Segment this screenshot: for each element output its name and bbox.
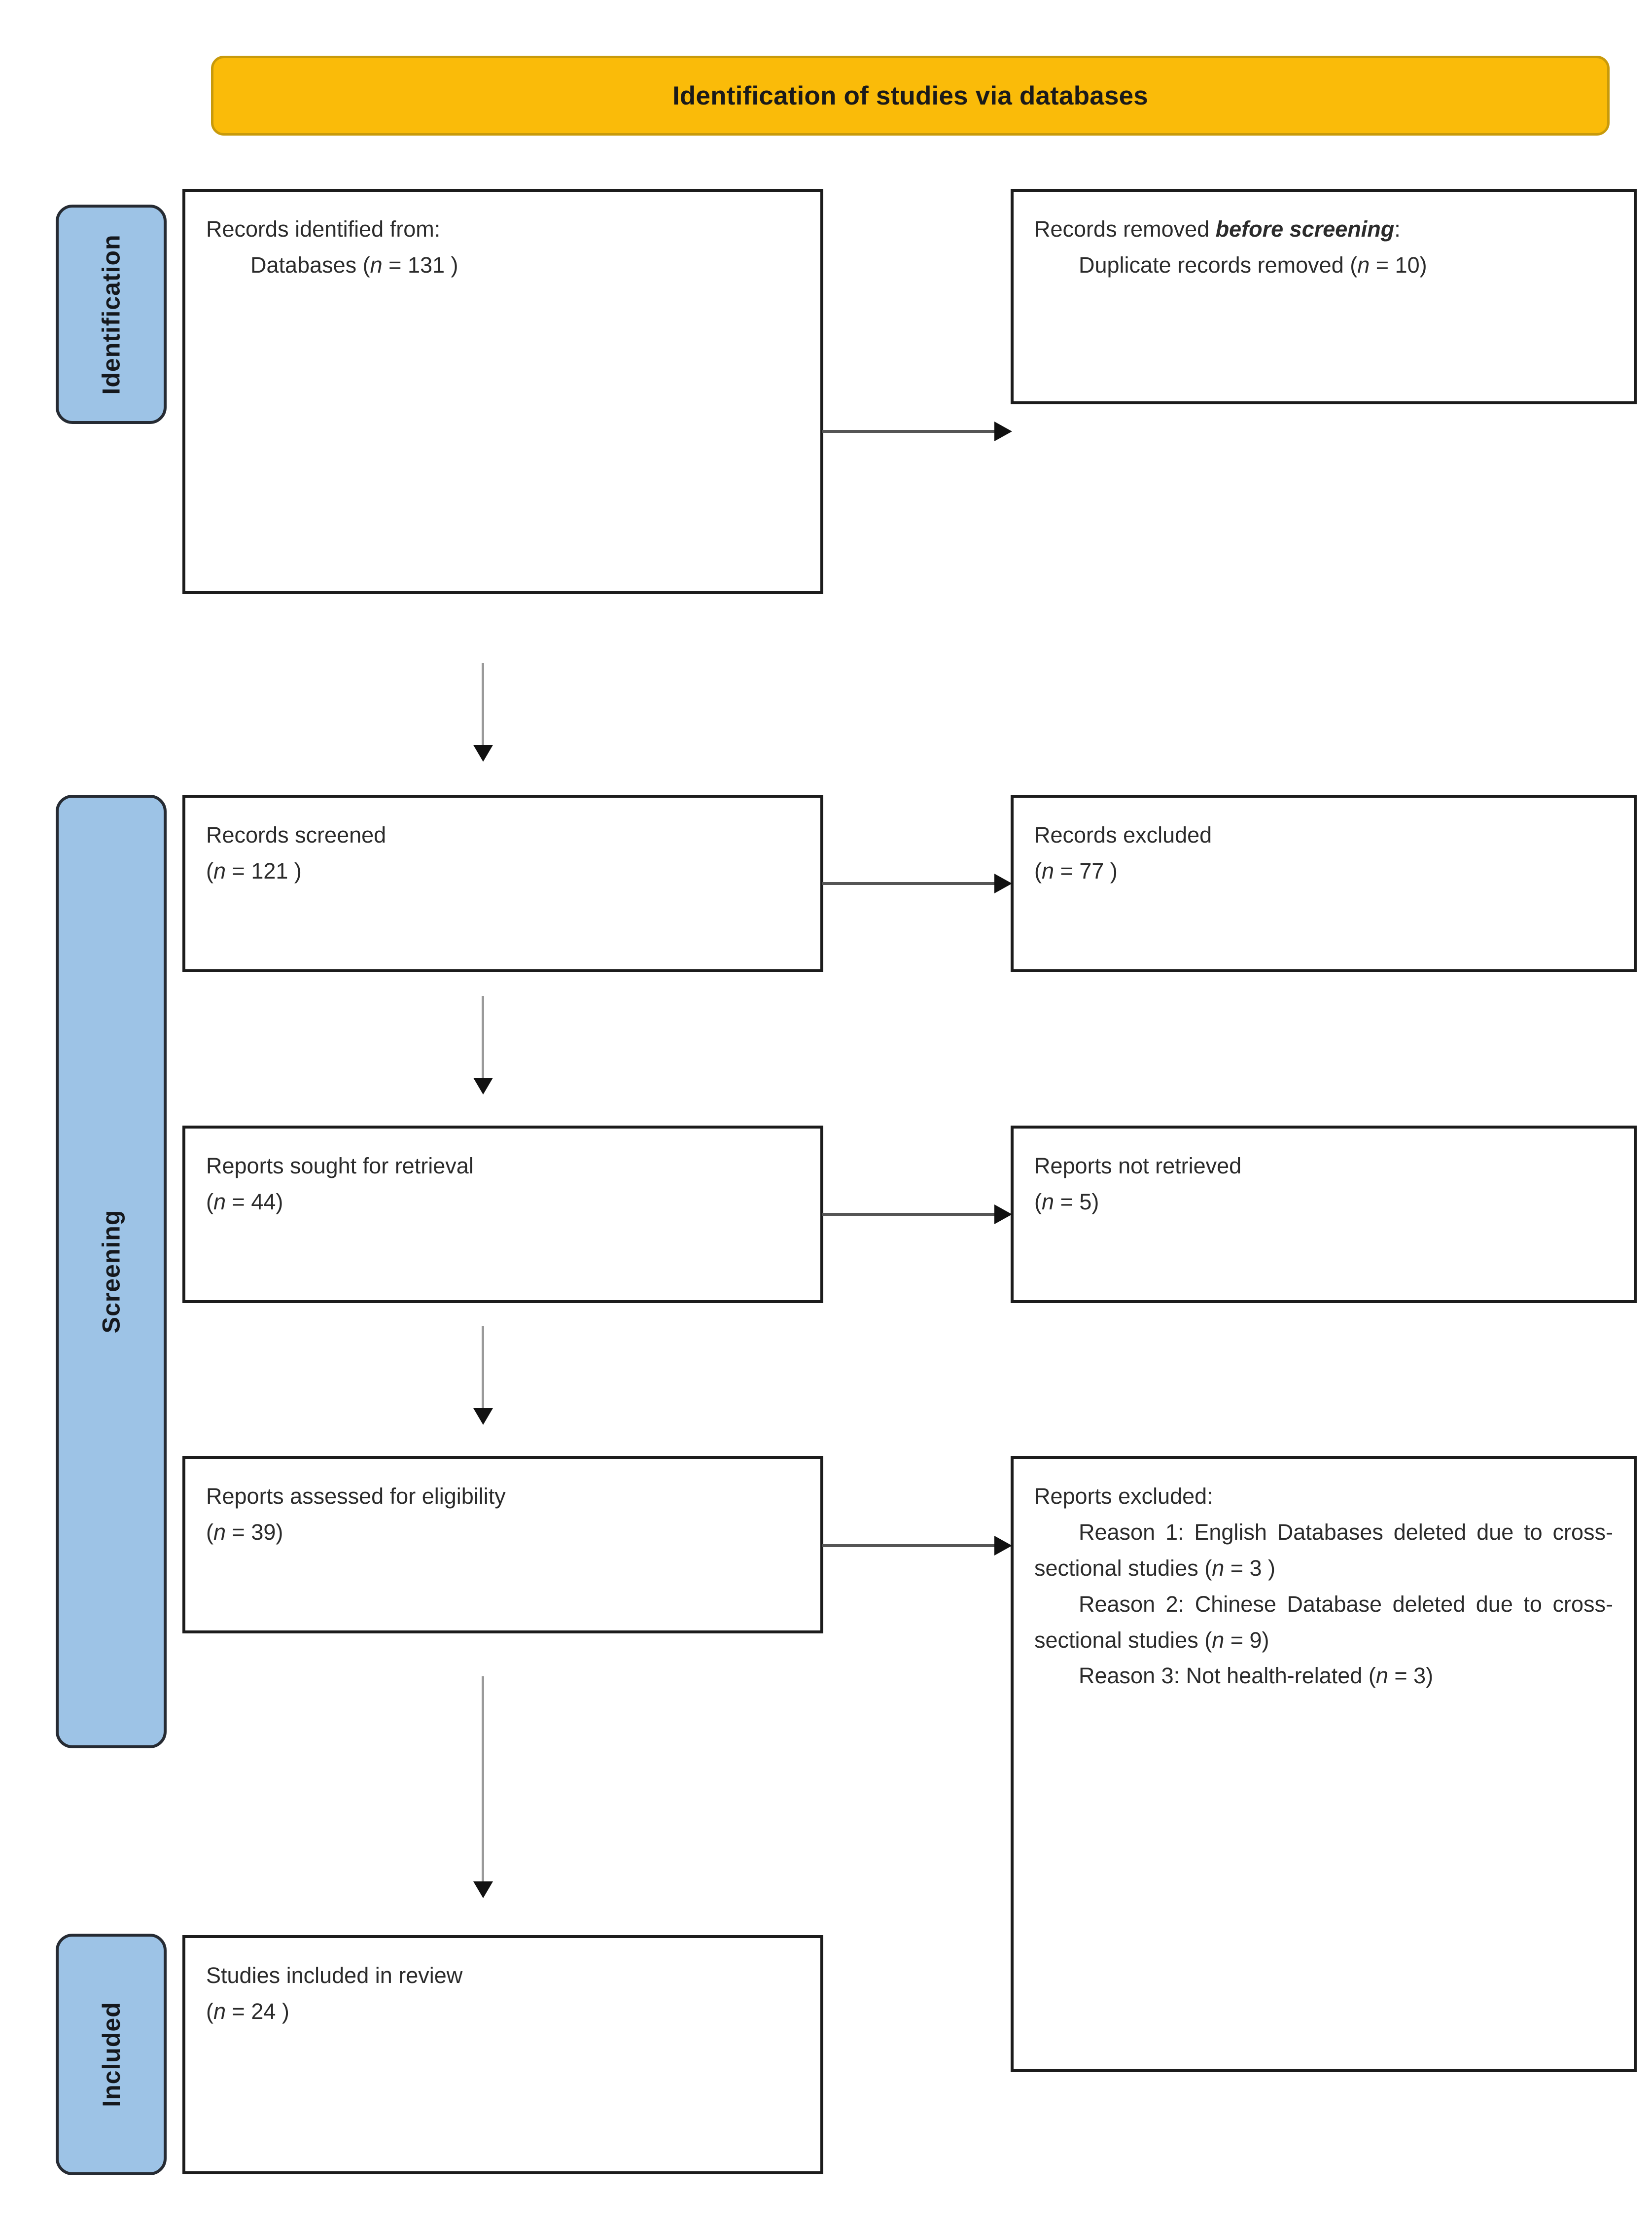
records-removed-label: Records removed [1034, 216, 1216, 242]
reports-assessed-count: = 39) [226, 1519, 283, 1545]
duplicate-records-line: Duplicate records removed (n = 10) [1034, 248, 1613, 283]
duplicate-records-label: Duplicate records removed ( [1079, 252, 1358, 278]
reports-assessed-line1: Reports assessed for eligibility [206, 1484, 506, 1509]
arrow-head-icon [994, 422, 1012, 441]
stage-identification-text: Identification [97, 234, 125, 395]
records-screened-line1: Records screened [206, 822, 387, 848]
box-records-removed: Records removed before screening: Duplic… [1011, 189, 1637, 404]
reason-3-label: Reason 3: Not health-related ( [1079, 1663, 1376, 1689]
paren-open: ( [206, 858, 213, 884]
n-symbol: n [1212, 1555, 1225, 1581]
n-symbol: n [1375, 1663, 1388, 1689]
box-records-identified: Records identified from: Databases (n = … [182, 189, 823, 594]
box-studies-included: Studies included in review (n = 24 ) [182, 1935, 823, 2174]
arrow-down-screened-to-sought [473, 996, 493, 1095]
arrow-head-icon [994, 1536, 1012, 1556]
studies-included-line2: (n = 24 ) [206, 1994, 800, 2030]
studies-included-line1: Studies included in review [206, 1963, 463, 1988]
n-symbol: n [213, 858, 226, 884]
n-symbol: n [370, 252, 383, 278]
before-screening-emphasis: before screening [1215, 216, 1395, 242]
arrow-shaft [482, 663, 484, 745]
arrow-shaft [482, 1676, 484, 1881]
arrow-head-icon [473, 1078, 493, 1095]
arrow-head-icon [473, 745, 493, 762]
box-records-excluded: Records excluded (n = 77 ) [1011, 795, 1637, 972]
records-excluded-line2: (n = 77 ) [1034, 853, 1613, 889]
paren-open: ( [206, 1998, 213, 2024]
reports-assessed-line2: (n = 39) [206, 1515, 800, 1551]
stage-screening-text: Screening [97, 1209, 125, 1334]
banner-title: Identification of studies via databases [672, 81, 1148, 110]
records-screened-count: = 121 ) [226, 858, 302, 884]
databases-label: Databases ( [250, 252, 370, 278]
box-reports-excluded: Reports excluded: Reason 1: English Data… [1011, 1456, 1637, 2072]
paren-open: ( [1034, 858, 1042, 884]
records-identified-line1: Records identified from: [206, 216, 441, 242]
paren-open: ( [206, 1189, 213, 1214]
arrow-shaft [822, 430, 996, 433]
arrow-shaft [822, 882, 996, 885]
arrow-right-sought-to-not-retrieved [822, 1204, 1012, 1224]
n-symbol: n [213, 1189, 226, 1214]
reports-not-retrieved-line2: (n = 5) [1034, 1184, 1613, 1220]
arrow-down-assessed-to-included [473, 1676, 493, 1898]
stage-label-included: Included [56, 1934, 167, 2175]
reports-not-retrieved-count: = 5) [1054, 1189, 1099, 1214]
arrow-shaft [482, 1326, 484, 1408]
databases-count: = 131 ) [382, 252, 458, 278]
duplicate-records-count: = 10) [1370, 252, 1427, 278]
records-removed-colon: : [1394, 216, 1401, 242]
arrow-right-assessed-to-reports-excluded [822, 1536, 1012, 1556]
records-excluded-line1: Records excluded [1034, 822, 1212, 848]
reports-not-retrieved-line1: Reports not retrieved [1034, 1153, 1242, 1178]
n-symbol: n [1357, 252, 1370, 278]
arrow-right-identified-to-removed [822, 422, 1012, 441]
n-symbol: n [213, 1519, 226, 1545]
reason-3-count: = 3) [1388, 1663, 1434, 1689]
n-symbol: n [213, 1998, 226, 2024]
box-records-screened: Records screened (n = 121 ) [182, 795, 823, 972]
n-symbol: n [1042, 1189, 1054, 1214]
arrow-right-screened-to-excluded [822, 874, 1012, 893]
reason-1-label: Reason 1: English Databases deleted due … [1034, 1519, 1613, 1581]
reports-sought-line1: Reports sought for retrieval [206, 1153, 474, 1178]
stage-label-identification: Identification [56, 205, 167, 424]
box-reports-not-retrieved: Reports not retrieved (n = 5) [1011, 1126, 1637, 1303]
records-identified-line2: Databases (n = 131 ) [206, 248, 800, 283]
reports-sought-count: = 44) [226, 1189, 283, 1214]
identification-banner: Identification of studies via databases [211, 56, 1610, 136]
reports-excluded-reason-1: Reason 1: English Databases deleted due … [1034, 1515, 1613, 1587]
arrow-down-identified-to-screened [473, 663, 493, 762]
reports-excluded-heading: Reports excluded: [1034, 1484, 1213, 1509]
records-screened-line2: (n = 121 ) [206, 853, 800, 889]
arrow-head-icon [994, 874, 1012, 893]
reports-excluded-reason-2: Reason 2: Chinese Database deleted due t… [1034, 1587, 1613, 1659]
arrow-shaft [822, 1544, 996, 1547]
arrow-down-sought-to-assessed [473, 1326, 493, 1425]
paren-open: ( [1034, 1189, 1042, 1214]
arrow-head-icon [994, 1204, 1012, 1224]
records-excluded-count: = 77 ) [1054, 858, 1118, 884]
stage-label-screening: Screening [56, 795, 167, 1748]
records-removed-line1: Records removed before screening: [1034, 212, 1613, 248]
n-symbol: n [1212, 1627, 1225, 1653]
box-reports-sought: Reports sought for retrieval (n = 44) [182, 1126, 823, 1303]
studies-included-count: = 24 ) [226, 1998, 289, 2024]
reports-sought-line2: (n = 44) [206, 1184, 800, 1220]
arrow-shaft [482, 996, 484, 1078]
reason-1-count: = 3 ) [1224, 1555, 1276, 1581]
arrow-shaft [822, 1213, 996, 1216]
arrow-head-icon [473, 1881, 493, 1898]
stage-included-text: Included [97, 2002, 125, 2107]
reports-excluded-reason-3: Reason 3: Not health-related (n = 3) [1034, 1658, 1613, 1694]
reason-2-count: = 9) [1224, 1627, 1269, 1653]
box-reports-assessed: Reports assessed for eligibility (n = 39… [182, 1456, 823, 1633]
n-symbol: n [1042, 858, 1054, 884]
arrow-head-icon [473, 1408, 493, 1425]
reason-2-label: Reason 2: Chinese Database deleted due t… [1034, 1591, 1613, 1653]
paren-open: ( [206, 1519, 213, 1545]
